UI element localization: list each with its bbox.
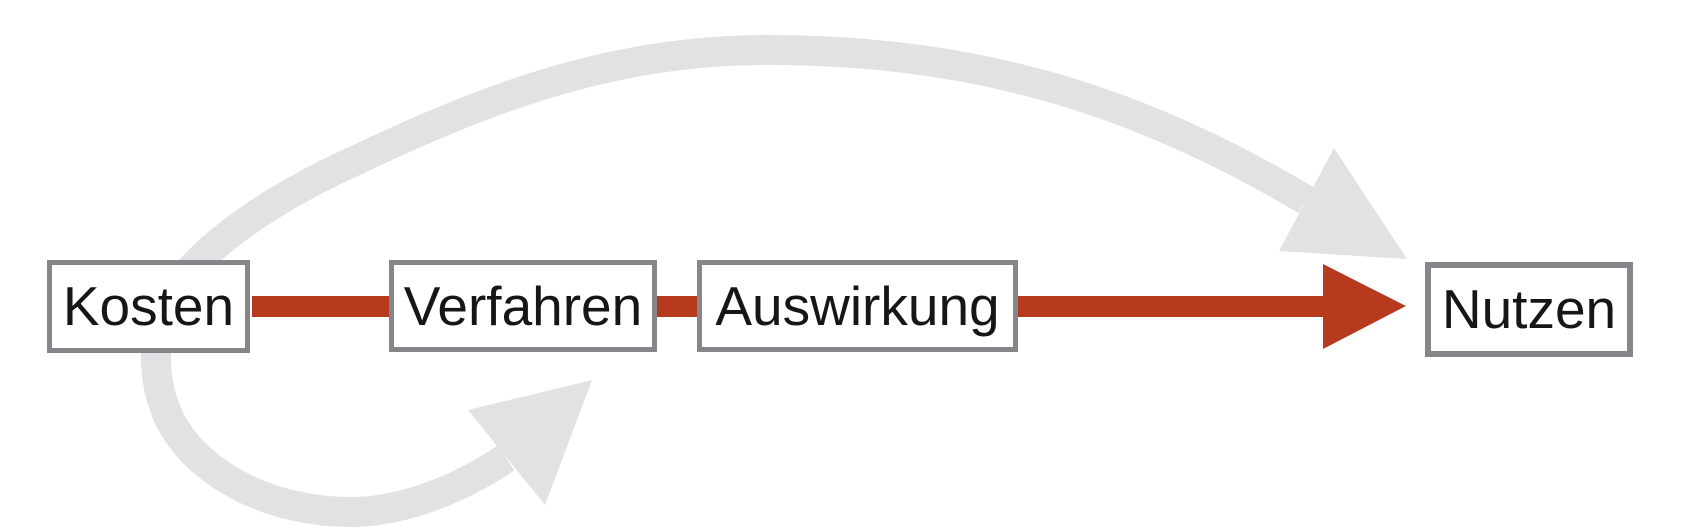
red-arrowhead-to-nutzen-icon (1323, 264, 1406, 349)
node-kosten-label: Kosten (62, 275, 235, 337)
gray-arrowhead-to-verfahren-icon (468, 380, 592, 505)
node-nutzen: Nutzen (1425, 262, 1633, 357)
node-auswirkung: Auswirkung (697, 260, 1018, 352)
node-verfahren: Verfahren (389, 260, 657, 352)
node-nutzen-label: Nutzen (1441, 278, 1617, 340)
connector-kosten-verfahren (252, 296, 389, 317)
connector-verfahren-auswirkung (657, 296, 697, 317)
node-auswirkung-label: Auswirkung (715, 274, 1000, 337)
node-kosten: Kosten (47, 260, 250, 353)
gray-arrowhead-to-nutzen-icon (1279, 148, 1407, 259)
connector-auswirkung-nutzen (1018, 296, 1330, 317)
feedback-arc-path (141, 34, 1314, 528)
node-verfahren-label: Verfahren (403, 274, 643, 337)
